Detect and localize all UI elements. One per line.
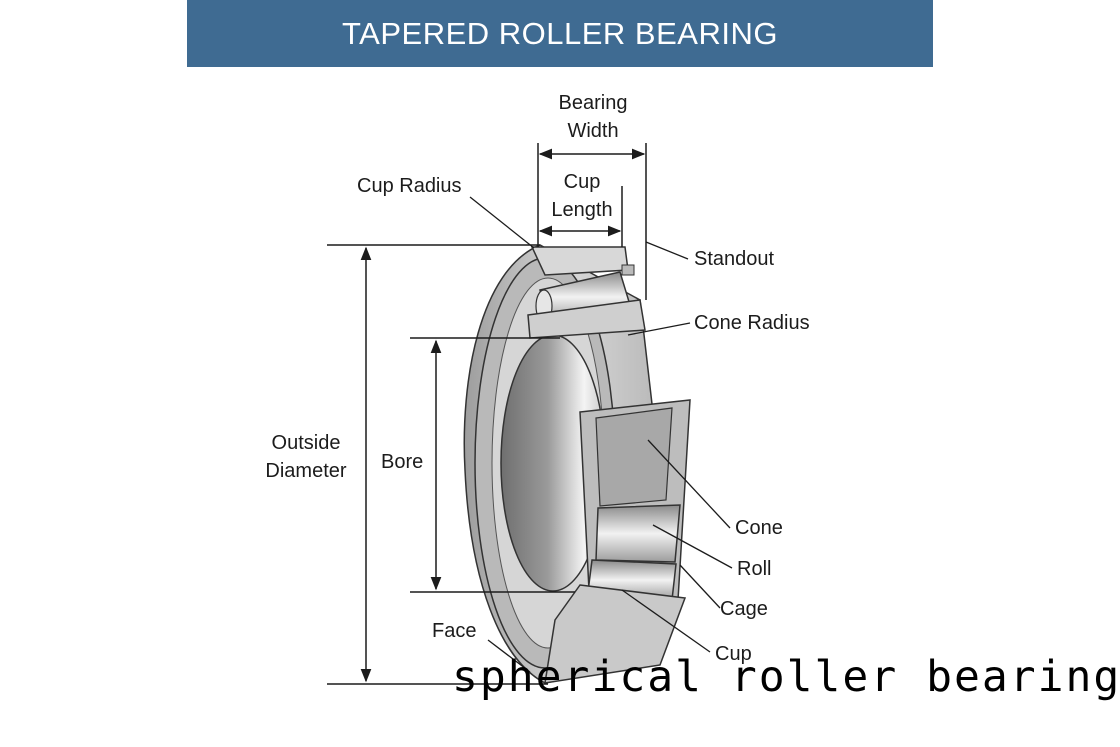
label-cup: Cup [715,643,752,665]
page-title: TAPERED ROLLER BEARING [342,15,778,51]
label-outside-diameter-text: Outside Diameter [265,432,347,482]
label-outside-diameter: Outside Diameter [250,429,362,485]
caption-overlay: spherical roller bearing [452,652,1120,702]
label-standout: Standout [694,248,775,270]
label-bearing-width: Bearing Width [548,89,638,145]
label-cup-radius: Cup Radius [357,175,462,197]
title-banner: TAPERED ROLLER BEARING [187,0,933,67]
label-bearing-width-text: Bearing Width [558,92,628,142]
label-cone-radius: Cone Radius [694,312,810,334]
dimension-lines [327,143,647,685]
leader-lines [469,196,733,673]
top-section [527,246,646,339]
label-cone: Cone [735,517,783,539]
label-cup-length: Cup Length [537,168,627,224]
label-roll: Roll [737,558,772,580]
label-bore: Bore [381,451,424,473]
label-face: Face [432,620,477,642]
label-cage: Cage [720,598,768,620]
label-cup-length-text: Cup Length [551,171,613,221]
